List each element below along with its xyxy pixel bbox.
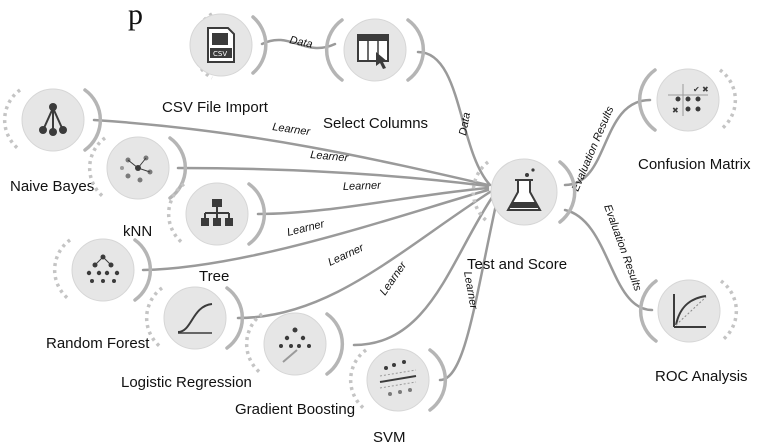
node-label: Confusion Matrix: [638, 156, 751, 173]
node-label: kNN: [123, 223, 152, 240]
edge-test-roc[interactable]: [563, 208, 654, 312]
matrix-icon: ✔ ✖ ✖: [668, 84, 709, 116]
node-label: CSV File Import: [162, 99, 269, 116]
node-confusion-matrix[interactable]: ✔ ✖ ✖ Confusion Matrix: [637, 68, 751, 173]
node-body: [163, 286, 227, 350]
node-gradient-boosting[interactable]: Gradient Boosting: [235, 312, 355, 418]
node-input-arc: [638, 279, 658, 343]
node-label: Select Columns: [323, 115, 428, 132]
edge-tree-test[interactable]: [256, 186, 490, 216]
node-label: Tree: [199, 268, 229, 285]
flask-icon: [506, 168, 542, 211]
node-knn[interactable]: kNN: [87, 136, 188, 240]
edge-label-evaluation-roc: Evaluation Results: [601, 203, 644, 293]
edge-randomforest-test[interactable]: [141, 188, 490, 272]
node-csv-file-import[interactable]: CSV CSV File Import: [162, 12, 269, 116]
node-output-arc: [719, 279, 739, 343]
header-fragment: p: [128, 0, 143, 31]
node-body: [71, 238, 135, 302]
edge-knn-test[interactable]: [176, 166, 490, 188]
network-icon: [39, 103, 67, 136]
node-input-arc: [87, 136, 107, 200]
node-output-arc: [558, 160, 577, 224]
node-naive-bayes[interactable]: Naive Bayes: [2, 88, 103, 195]
edge-label-data-top: Data: [288, 34, 313, 51]
edge-select-test[interactable]: [416, 50, 492, 187]
hierarchy-icon: [201, 199, 233, 226]
edge-test-confusion[interactable]: [563, 98, 652, 187]
node-logistic-regression[interactable]: Logistic Regression: [121, 286, 252, 391]
node-input-arc: [166, 182, 186, 246]
node-label: ROC Analysis: [655, 368, 748, 385]
edge-label-learner-randomforest: Learner: [286, 218, 327, 239]
edge-svm-test[interactable]: [438, 198, 499, 382]
node-label: Logistic Regression: [121, 374, 252, 391]
node-output-arc: [428, 348, 448, 412]
svm-scatter-icon: [379, 360, 417, 396]
node-label: Random Forest: [46, 335, 150, 352]
node-input-arc: [52, 238, 72, 302]
node-svm[interactable]: SVM: [348, 348, 448, 446]
edge-logistic-test[interactable]: [236, 190, 492, 320]
csv-file-icon: CSV: [207, 27, 235, 63]
edge-label-evaluation-confusion: Evaluation Results: [570, 104, 617, 193]
node-output-arc: [718, 68, 738, 132]
edge-naivebayes-test[interactable]: [92, 118, 490, 187]
node-label: Test and Score: [467, 256, 567, 273]
edge-label-learner-tree: Learner: [343, 180, 383, 193]
edge-label-learner-svm: Learner: [461, 270, 480, 311]
node-label: Naive Bayes: [10, 178, 94, 195]
node-input-arc: [471, 160, 490, 224]
sigmoid-curve-icon: [177, 303, 213, 334]
node-input-arc: [144, 286, 164, 350]
svg-text:✔: ✔: [693, 85, 700, 94]
node-input-arc: [324, 18, 344, 82]
svg-text:✖: ✖: [672, 106, 679, 115]
node-roc-analysis[interactable]: ROC Analysis: [638, 279, 748, 385]
node-body: [263, 312, 327, 376]
edges: [92, 38, 654, 382]
node-output-arc: [325, 312, 345, 376]
node-label: SVM: [373, 429, 406, 446]
roc-curve-icon: [673, 294, 707, 328]
table-select-icon: [357, 34, 389, 69]
node-output-arc: [168, 136, 188, 200]
node-input-arc: [244, 312, 264, 376]
node-output-arc: [247, 182, 267, 246]
node-output-arc: [251, 15, 268, 75]
node-input-arc: [2, 88, 22, 152]
node-random-forest[interactable]: Random Forest: [46, 238, 153, 352]
node-test-and-score[interactable]: Test and Score: [467, 158, 577, 273]
edge-label-learner-naivebayes: Learner: [272, 121, 313, 138]
node-input-arc: [348, 348, 368, 412]
node-output-arc: [406, 18, 426, 82]
node-output-arc: [225, 286, 245, 350]
cluster-icon: [120, 155, 153, 183]
edge-label-learner-knn: Learner: [310, 149, 350, 164]
node-output-arc: [83, 88, 103, 152]
boosting-tree-icon: [279, 327, 311, 363]
node-input-arc: [637, 68, 657, 132]
forest-icon: [86, 254, 120, 283]
node-tree[interactable]: Tree: [166, 182, 267, 285]
node-select-columns[interactable]: Select Columns: [323, 18, 428, 132]
node-label: Gradient Boosting: [235, 401, 355, 418]
node-output-arc: [133, 238, 153, 302]
edge-label-data-vertical: Data: [457, 112, 473, 137]
svg-text:✖: ✖: [702, 85, 709, 94]
node-body: [657, 279, 721, 343]
edge-label-learner-logistic: Learner: [326, 241, 367, 268]
edge-gradient-test[interactable]: [352, 194, 495, 347]
svg-text:CSV: CSV: [213, 50, 227, 58]
